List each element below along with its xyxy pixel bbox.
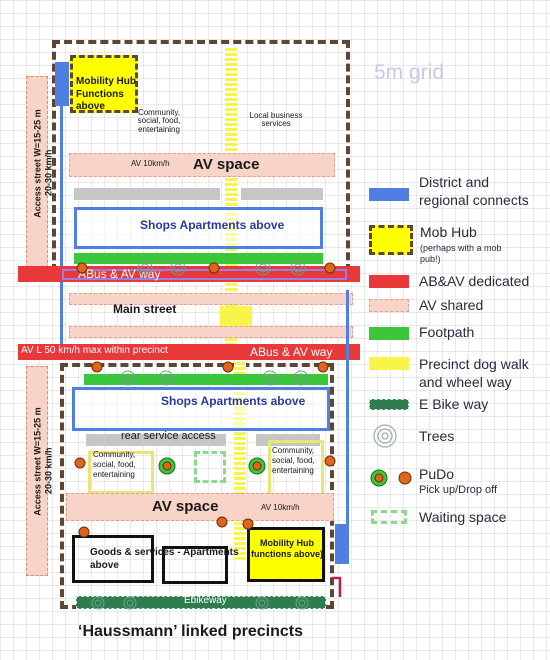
legend-label-trees: Trees <box>419 428 455 444</box>
legend-swatch-av-shared <box>369 299 409 312</box>
legend-label-dog-walk: Precinct dog walk and wheel way <box>419 356 529 390</box>
tree-icon <box>255 596 269 610</box>
tree-icon <box>255 260 271 276</box>
local-business-label: Local business services <box>249 111 303 129</box>
pudo-icon <box>324 262 336 274</box>
district-connect-line-right <box>346 290 349 544</box>
tree-icon <box>91 596 105 610</box>
drop-off-arrow <box>332 576 342 597</box>
tree-icon <box>158 370 174 386</box>
legend-label-district: District and regional connects <box>419 174 529 208</box>
community-top-label: Community, social, food, entertaining <box>137 108 181 134</box>
pudo-icon <box>91 361 103 373</box>
legend-label-mob-hub-note: (perhaps with a mob pub!) <box>420 243 502 264</box>
pudo-tree-icon <box>248 457 266 475</box>
av-space-bottom <box>66 493 334 521</box>
footer-title: ‘Haussmann’ linked precincts <box>78 623 303 640</box>
district-connect-outline-top <box>62 269 347 280</box>
av-limit-label: AV L 50 km/h max within precinct <box>21 345 168 356</box>
pudo-icon <box>324 455 336 467</box>
shops-bottom-label: Shops Apartments above <box>161 394 306 408</box>
tree-icon <box>293 370 309 386</box>
legend-label-mob-hub: Mob Hub <box>420 224 477 240</box>
mobility-hub-top-label: Mobility Hub Functions above <box>76 76 136 112</box>
service-strip-bottom-left <box>86 434 226 446</box>
tree-icon <box>123 596 137 610</box>
av-space-bottom-label: AV space <box>152 498 219 515</box>
legend-swatch-abav <box>369 275 409 288</box>
abus-way-top-label: ABus & AV way <box>78 267 161 281</box>
pudo-icon <box>317 361 329 373</box>
pudo-icon <box>242 518 254 530</box>
footpath-top <box>74 253 323 264</box>
tree-icon <box>120 370 136 386</box>
legend-label-av-shared: AV shared <box>419 297 484 313</box>
pudo-icon <box>76 262 88 274</box>
goods-label: Goods & services - Apartments above <box>90 547 239 571</box>
tree-icon <box>262 370 278 386</box>
community-block-left <box>88 451 154 494</box>
pudo-icon <box>208 262 220 274</box>
legend-label-abav: AB&AV dedicated <box>419 273 530 289</box>
legend-swatch-dog-walk <box>369 357 409 370</box>
access-street-bottom <box>26 366 48 576</box>
av-space-top-label: AV space <box>193 156 260 173</box>
pudo-icon <box>222 361 234 373</box>
legend-label-pudo: PuDo <box>419 466 455 482</box>
pudo-icon <box>216 516 228 528</box>
district-connect-line-left <box>60 106 63 350</box>
ebikeway-label: Ebikeway <box>184 595 227 606</box>
district-connect-bottom-right <box>335 524 349 564</box>
community-right-label: Community, social, food, entertaining <box>272 446 315 475</box>
legend-pudo-icon <box>370 469 412 487</box>
legend-label-pudo-note: Pick up/Drop off <box>419 484 498 496</box>
legend-label-ebike: E Bike way <box>419 396 489 412</box>
tree-icon <box>290 260 306 276</box>
pudo-icon <box>74 457 86 469</box>
mobility-hub-top <box>70 55 138 113</box>
tree-icon <box>170 260 186 276</box>
av-speed-top: AV 10km/h <box>131 159 170 168</box>
grid-scale-label: 5m grid <box>374 61 445 84</box>
legend-tree-icon <box>373 424 397 448</box>
abus-way-middle-label: ABus & AV way <box>250 345 333 359</box>
mobility-hub-bottom-label: Mobility Hub functions above) <box>251 538 324 560</box>
av-shared-main-lower <box>69 326 353 338</box>
waiting-space-bottom <box>194 451 226 483</box>
legend-swatch-footpath <box>369 327 409 340</box>
community-left-label: Community, social, food, entertaining <box>93 450 136 479</box>
shops-block-top <box>74 207 323 249</box>
service-strip-top-left <box>74 188 220 200</box>
abus-av-way-middle <box>18 344 360 360</box>
av-speed-bottom: AV 10km/h <box>261 503 300 512</box>
mobility-hub-bottom <box>247 527 325 582</box>
goods-block-left <box>72 535 154 583</box>
main-street-crossing <box>220 306 252 326</box>
legend-label-waiting: Waiting space <box>419 509 507 525</box>
pudo-tree-icon <box>158 457 176 475</box>
legend-label-footpath: Footpath <box>419 324 475 340</box>
district-connect-top-left <box>55 62 69 106</box>
legend-swatch-mob-hub <box>369 225 413 255</box>
shops-block-bottom <box>72 387 330 431</box>
footpath-bottom <box>84 374 328 385</box>
goods-block-right <box>162 546 228 584</box>
legend-swatch-district <box>369 188 409 201</box>
av-shared-main-upper <box>69 293 353 305</box>
legend-swatch-waiting <box>371 510 407 524</box>
tree-icon <box>137 260 153 276</box>
rear-service-label: rear service access <box>121 430 216 442</box>
av-space-top <box>69 153 335 177</box>
service-strip-top-right <box>241 188 323 200</box>
main-street-label: Main street <box>113 302 177 316</box>
pudo-icon <box>78 526 90 538</box>
shops-top-label: Shops Apartments above <box>140 218 285 232</box>
tree-icon <box>295 596 309 610</box>
legend-swatch-ebike <box>369 399 409 410</box>
